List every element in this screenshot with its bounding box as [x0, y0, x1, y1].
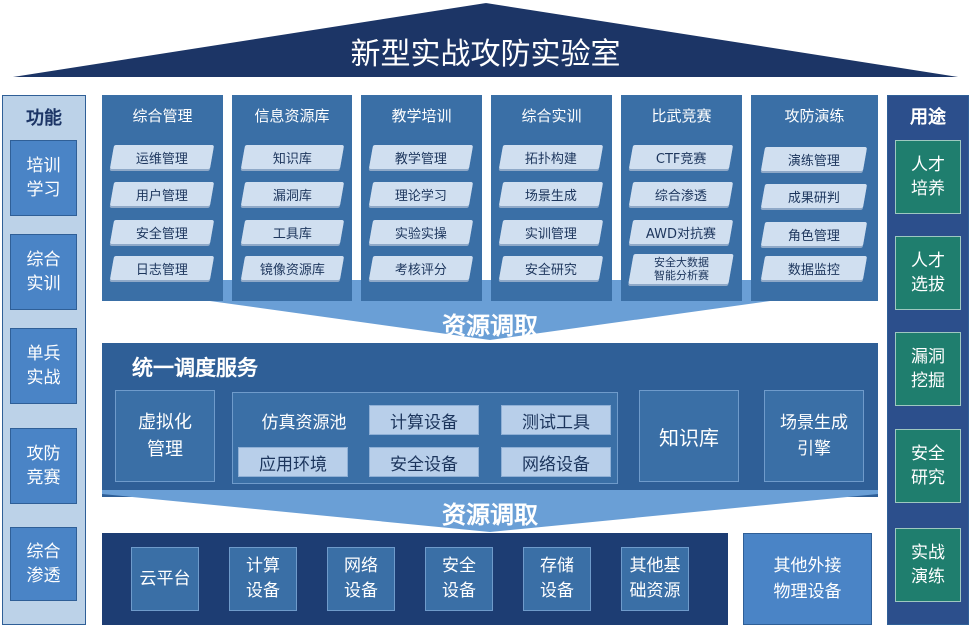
- function-item-combat: 单兵 实战: [10, 328, 77, 404]
- usage-item-drill: 实战 演练: [895, 528, 961, 602]
- sim-chip: 测试工具: [501, 405, 611, 435]
- function-item-competition: 攻防 竞赛: [10, 428, 77, 504]
- module-item: 演练管理: [760, 147, 868, 171]
- module-title: 信息资源库: [254, 106, 330, 125]
- usage-item-vuln-mining: 漏洞 挖掘: [895, 332, 961, 406]
- sim-chip: 应用环境: [238, 447, 348, 477]
- module-item: 镜像资源库: [240, 256, 345, 280]
- usage-header: 用途: [910, 107, 946, 128]
- virtualization-box: 虚拟化 管理: [115, 390, 215, 482]
- module-item: 安全管理: [109, 220, 215, 244]
- module-item: AWD对抗赛: [628, 220, 734, 244]
- module-item: 教学管理: [368, 145, 474, 169]
- module-item: 综合渗透: [628, 182, 734, 206]
- infra-compute: 计算 设备: [229, 547, 297, 611]
- usage-item-selection: 人才 选拔: [895, 236, 961, 310]
- infra-other-resources: 其他基 础资源: [621, 547, 689, 611]
- roof-banner: [0, 0, 971, 79]
- module-item: 日志管理: [109, 256, 215, 280]
- sim-chip: 计算设备: [369, 405, 479, 435]
- module-title: 攻防演练: [784, 106, 845, 125]
- upper-arrow-label: 资源调取: [442, 311, 538, 340]
- module-title: 综合管理: [132, 106, 193, 125]
- module-item: 理论学习: [368, 182, 474, 206]
- module-item: CTF竞赛: [628, 145, 734, 169]
- function-item-training: 培训 学习: [10, 140, 77, 216]
- lower-arrow-label: 资源调取: [442, 500, 538, 529]
- module-item: 考核评分: [368, 256, 474, 280]
- module-item: 漏洞库: [240, 182, 345, 206]
- module-item: 知识库: [240, 145, 345, 169]
- module-item: 用户管理: [109, 182, 215, 206]
- module-item: 工具库: [240, 220, 345, 244]
- function-item-practice: 综合 实训: [10, 234, 77, 310]
- unified-scheduling-title: 统一调度服务: [132, 356, 258, 380]
- infra-security: 安全 设备: [425, 547, 493, 611]
- module-title: 教学培训: [391, 106, 452, 125]
- usage-item-research: 安全 研究: [895, 429, 961, 503]
- scene-engine-box: 场景生成 引擎: [764, 390, 864, 482]
- module-item: 安全研究: [498, 256, 604, 280]
- module-item: 运维管理: [109, 145, 215, 169]
- page-title: 新型实战攻防实验室: [350, 37, 621, 72]
- sim-chip: 安全设备: [369, 447, 479, 477]
- module-item: 场景生成: [498, 182, 604, 206]
- function-item-penetration: 综合 渗透: [10, 527, 77, 601]
- sim-pool-label: 仿真资源池: [261, 412, 347, 433]
- module-item: 实验实操: [368, 220, 474, 244]
- function-header: 功能: [26, 108, 62, 129]
- module-item: 实训管理: [498, 220, 604, 244]
- module-item: 成果研判: [760, 184, 868, 208]
- infra-cloud-platform: 云平台: [131, 547, 199, 611]
- module-item: 安全大数据 智能分析赛: [628, 254, 734, 284]
- module-item: 角色管理: [760, 222, 868, 246]
- sim-chip: 网络设备: [501, 447, 611, 477]
- module-item: 拓扑构建: [498, 145, 604, 169]
- infra-network: 网络 设备: [327, 547, 395, 611]
- external-physical-devices: 其他外接 物理设备: [743, 533, 872, 625]
- module-title: 综合实训: [521, 106, 582, 125]
- infra-storage: 存储 设备: [523, 547, 591, 611]
- lower-arrow-band: [102, 490, 878, 532]
- module-title: 比武竞赛: [651, 106, 712, 125]
- module-item: 数据监控: [760, 256, 868, 280]
- knowledge-base-box: 知识库: [639, 390, 739, 482]
- usage-item-cultivation: 人才 培养: [895, 140, 961, 214]
